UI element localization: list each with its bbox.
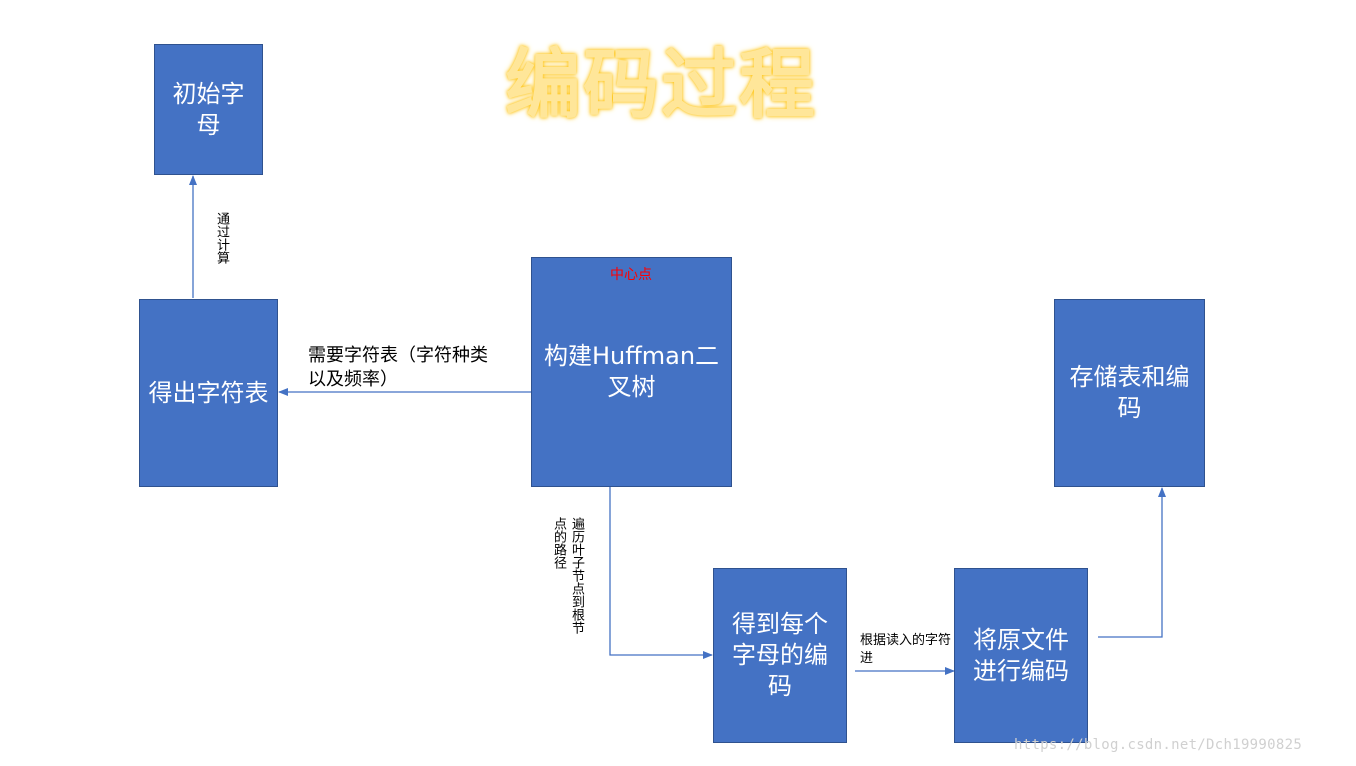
label-traverse-b: 点的路径 bbox=[551, 517, 566, 569]
box-build-tree: 构建Huffman二叉树 bbox=[531, 257, 732, 487]
box-store: 存储表和编码 bbox=[1054, 299, 1205, 487]
center-note: 中心点 bbox=[610, 267, 652, 283]
arrow-encode-to-store bbox=[1098, 487, 1166, 638]
label-traverse-a: 遍历叶子节点到根节 bbox=[569, 517, 584, 634]
box-char-table-text: 得出字符表 bbox=[148, 378, 269, 407]
box-build-tree-text: 构建Huffman二叉树 bbox=[543, 342, 720, 401]
box-char-table: 得出字符表 bbox=[139, 299, 278, 487]
box-get-codes: 得到每个字母的编码 bbox=[713, 568, 847, 743]
diagram-title: 编码过程 bbox=[505, 40, 817, 129]
label-compute: 通过计算 bbox=[214, 212, 229, 264]
box-get-codes-text: 得到每个字母的编码 bbox=[732, 610, 828, 700]
box-initial-letters-text: 初始字母 bbox=[172, 79, 245, 139]
label-by-read-chars: 根据读入的字符进 bbox=[860, 633, 952, 666]
arrow-tree-to-codes bbox=[609, 487, 713, 659]
box-encode-file: 将原文件进行编码 bbox=[954, 568, 1088, 743]
box-store-text: 存储表和编码 bbox=[1069, 363, 1190, 422]
label-needs-table: 需要字符表（字符种类以及频率） bbox=[308, 345, 488, 390]
box-initial-letters: 初始字母 bbox=[154, 44, 263, 175]
box-encode-file-text: 将原文件进行编码 bbox=[973, 625, 1069, 685]
watermark: https://blog.csdn.net/Dch19990825 bbox=[1014, 737, 1303, 753]
